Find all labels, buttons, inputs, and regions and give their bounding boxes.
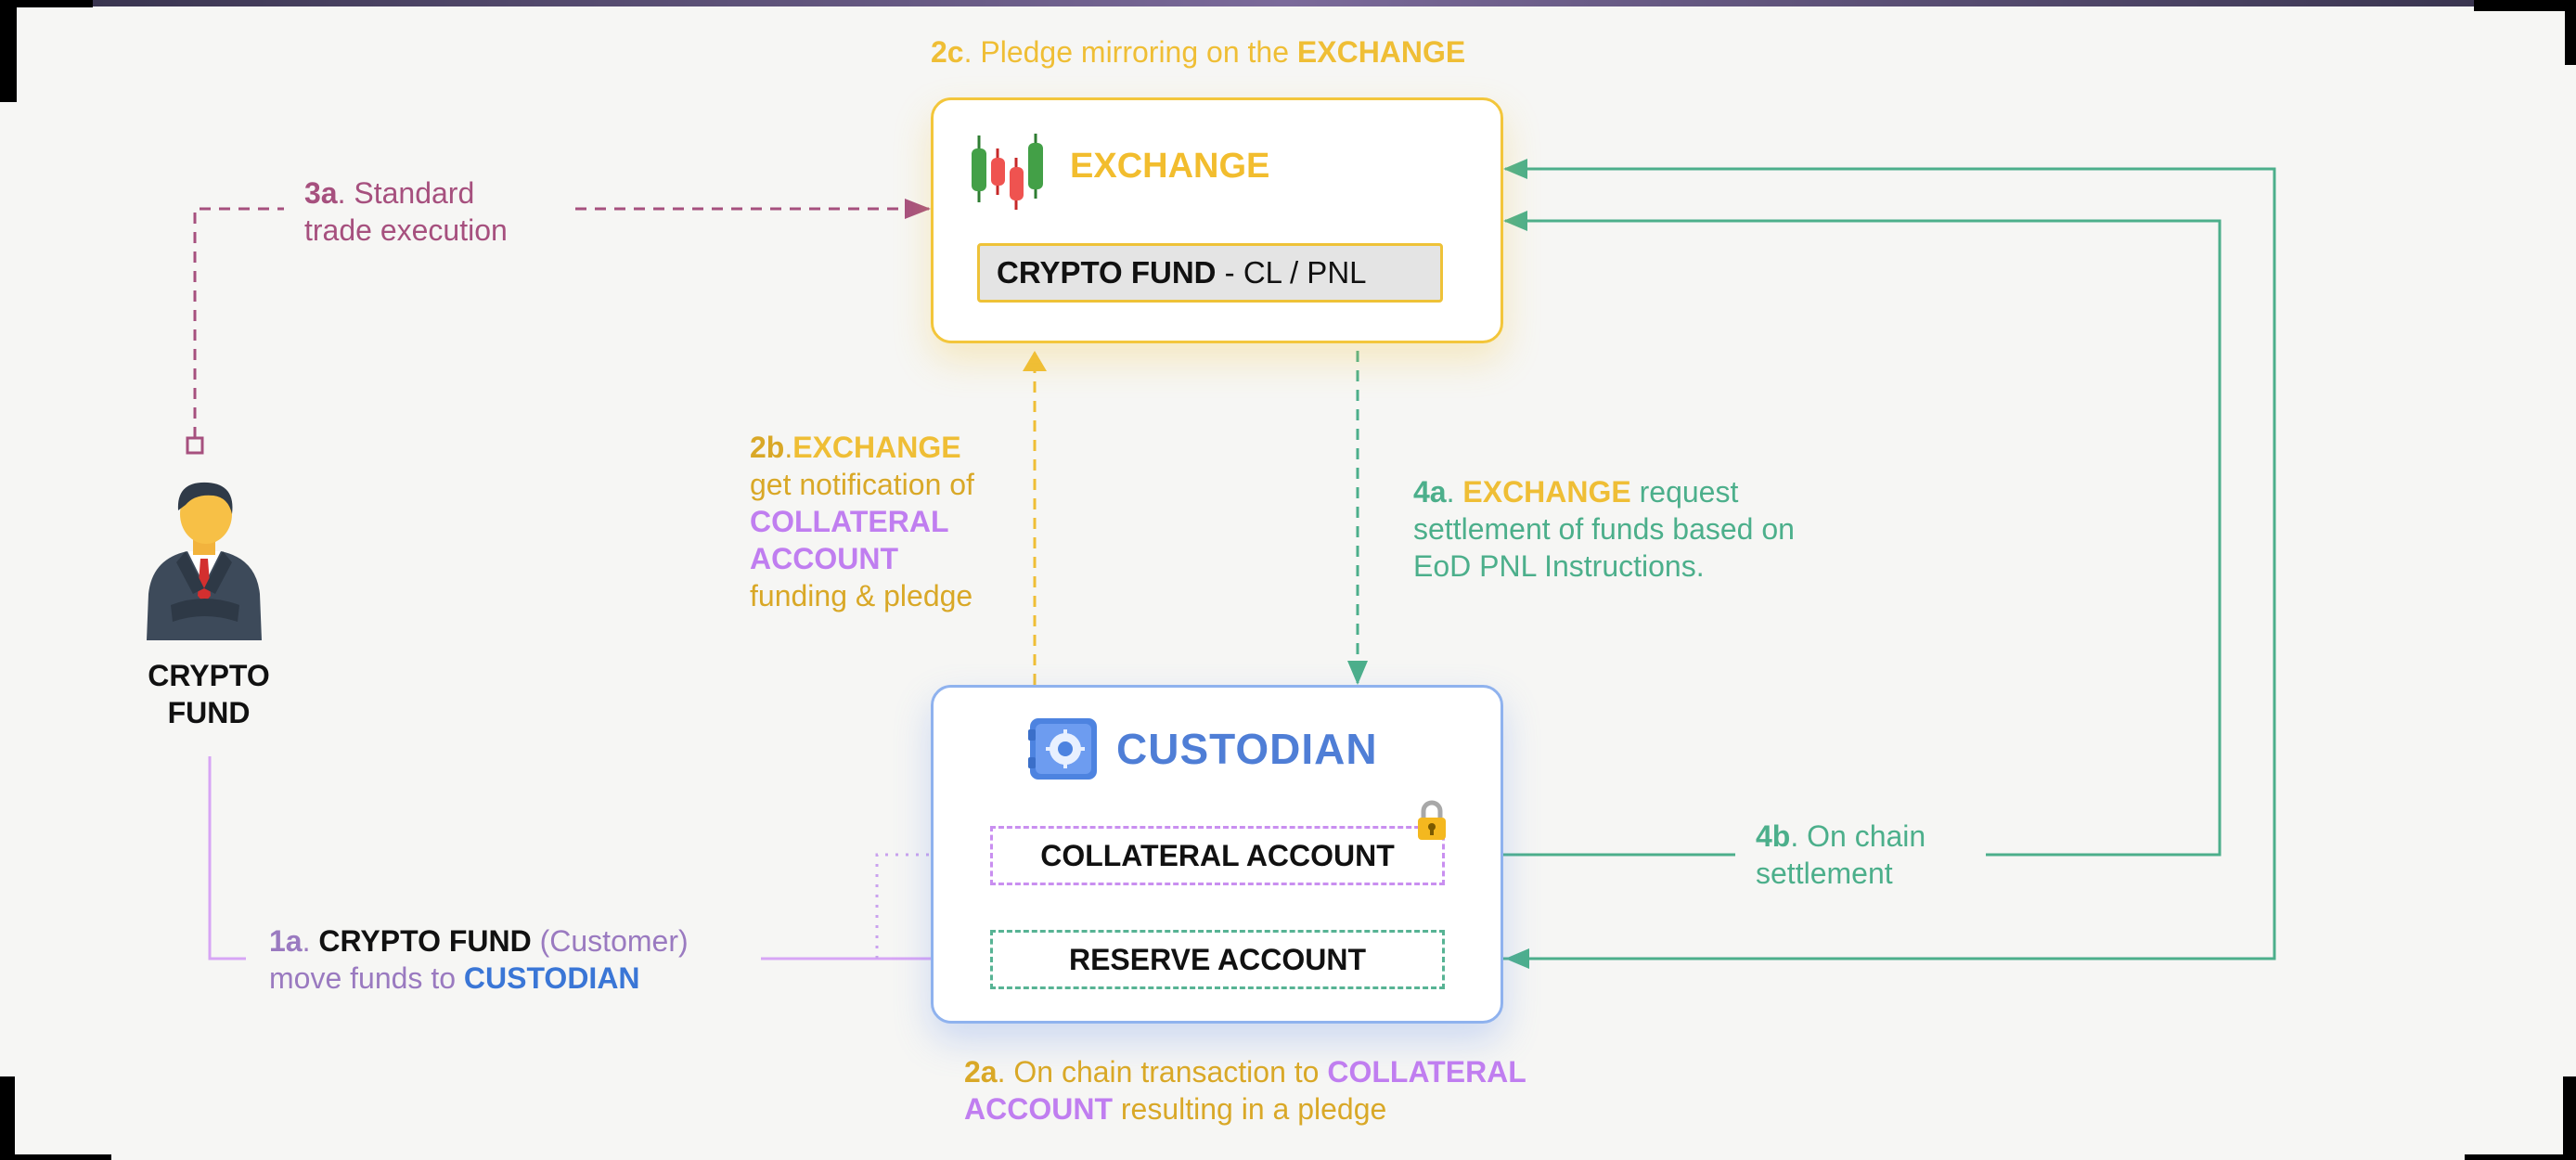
step-4b-text1: . On chain (1790, 819, 1926, 853)
arrow-2a-pledge (875, 844, 991, 959)
step-4a-text3: EoD PNL Instructions. (1413, 549, 1705, 583)
step-4a-line1: 4a. EXCHANGE request (1413, 473, 1795, 510)
step-2a-account: ACCOUNT (964, 1092, 1113, 1126)
step-3a-label: 3a. Standard trade execution (304, 174, 508, 249)
frame-corner (2563, 1076, 2576, 1160)
step-3a-text2: trade execution (304, 213, 508, 247)
step-2c-number: 2c (931, 35, 964, 69)
step-3a-number: 3a (304, 176, 338, 210)
step-2a-text2: resulting in a pledge (1112, 1092, 1387, 1126)
crypto-fund-label-line1: CRYPTO (148, 659, 270, 692)
step-2a-text1: . On chain transaction to (997, 1055, 1328, 1089)
step-1a-custodian: CUSTODIAN (463, 961, 640, 995)
candlestick-chart-icon (972, 134, 1043, 210)
crypto-fund-cl-pnl-entry: CRYPTO FUND - CL / PNL (977, 243, 1443, 303)
step-2b-account: ACCOUNT (750, 542, 898, 575)
frame-corner (2565, 0, 2576, 65)
custodian-title: CUSTODIAN (1116, 725, 1378, 773)
step-1a-customer: (Customer) (531, 924, 689, 958)
step-2b-dot: . (784, 431, 793, 464)
step-1a-line2: move funds to CUSTODIAN (269, 960, 689, 997)
step-4b-label: 4b. On chain settlement (1756, 818, 1926, 892)
step-2a-line2: ACCOUNT resulting in a pledge (964, 1090, 1526, 1128)
step-2c-text: . Pledge mirroring on the (963, 35, 1297, 69)
step-2a-number: 2a (964, 1055, 998, 1089)
step-3a-text1: . Standard (337, 176, 475, 210)
step-1a-dot: . (302, 924, 319, 958)
frame-corner (0, 0, 93, 7)
padlock-icon (1418, 800, 1446, 840)
vault-safe-icon (1028, 718, 1097, 780)
frame-corner (0, 1076, 15, 1160)
step-4b-line1: 4b. On chain (1756, 818, 1926, 855)
reserve-account: RESERVE ACCOUNT (990, 930, 1445, 989)
step-4a-dot: . (1446, 475, 1463, 509)
step-2b-text2: get notification of (750, 468, 974, 501)
step-3a-line1: 3a. Standard (304, 174, 508, 212)
step-1a-crypto-fund: CRYPTO FUND (318, 924, 532, 958)
frame-corner (2465, 1154, 2576, 1160)
step-2c-label: 2c. Pledge mirroring on the EXCHANGE (931, 33, 1465, 71)
step-4a-text2: settlement of funds based on (1413, 512, 1795, 546)
cl-pnl-fund-name: CRYPTO FUND (997, 255, 1217, 290)
step-2a-label: 2a. On chain transaction to COLLATERAL A… (964, 1053, 1526, 1128)
crypto-fund-label: CRYPTO FUND (130, 657, 288, 731)
step-2b-line1: 2b.EXCHANGE (750, 429, 974, 466)
step-4a-number: 4a (1413, 475, 1447, 509)
step-2b-exchange: EXCHANGE (792, 431, 961, 464)
step-1a-text2: move funds to (269, 961, 464, 995)
step-4a-label: 4a. EXCHANGE request settlement of funds… (1413, 473, 1795, 585)
step-2b-collateral: COLLATERAL (750, 505, 949, 538)
arrow-3a-trade-execution (186, 199, 931, 455)
frame-corner (0, 0, 17, 102)
top-border (93, 0, 2478, 6)
step-4a-exchange: EXCHANGE (1462, 475, 1631, 509)
step-4b-text2: settlement (1756, 857, 1893, 890)
step-4a-rest1: request (1630, 475, 1739, 509)
step-1a-number: 1a (269, 924, 303, 958)
step-2a-line1: 2a. On chain transaction to COLLATERAL (964, 1053, 1526, 1090)
step-4b-number: 4b (1756, 819, 1791, 853)
step-2b-text5: funding & pledge (750, 579, 973, 612)
frame-corner (0, 1154, 111, 1160)
businessman-avatar-icon (147, 482, 262, 640)
step-2a-collateral: COLLATERAL (1327, 1055, 1526, 1089)
step-2c-exchange: EXCHANGE (1296, 35, 1466, 69)
step-1a-label: 1a. CRYPTO FUND (Customer) move funds to… (269, 922, 689, 997)
collateral-account: COLLATERAL ACCOUNT (990, 826, 1445, 885)
step-2b-number: 2b (750, 431, 785, 464)
step-1a-line1: 1a. CRYPTO FUND (Customer) (269, 922, 689, 960)
cl-pnl-suffix: - CL / PNL (1216, 255, 1367, 290)
crypto-fund-label-line2: FUND (167, 696, 251, 729)
step-2b-label: 2b.EXCHANGE get notification of COLLATER… (750, 429, 974, 614)
frame-corner (2474, 0, 2576, 11)
exchange-title: EXCHANGE (1070, 147, 1270, 186)
